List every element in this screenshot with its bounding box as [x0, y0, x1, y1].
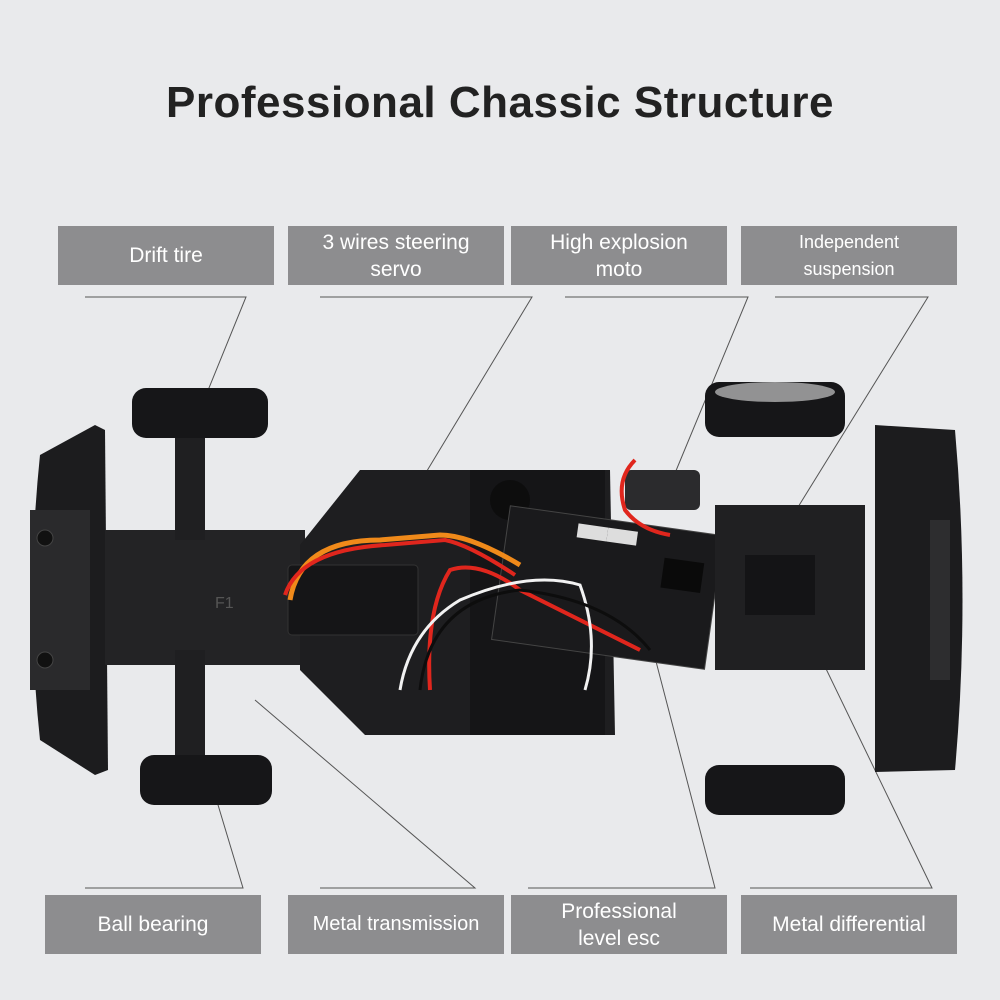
page-title: Professional Chassic Structure [166, 78, 834, 127]
wire-motor-red [619, 458, 671, 537]
label-professional-esc: Professional level esc [511, 895, 727, 954]
motor [625, 470, 700, 510]
label-steering-servo: 3 wires steering servo [288, 226, 504, 285]
esc-connector-2 [606, 527, 638, 546]
wire-black [418, 588, 652, 691]
front-right-wheel [140, 755, 272, 805]
steering-servo [287, 564, 419, 636]
label-professional-esc-text: Professional level esc [561, 899, 677, 950]
label-ball-bearing: Ball bearing [45, 895, 261, 954]
label-ball-bearing-text: Ball bearing [97, 913, 209, 936]
leader-esc [528, 599, 716, 889]
label-metal-differential-text: Metal differential [772, 913, 926, 936]
rear-differential [745, 555, 815, 615]
front-bumper-screw-bottom [36, 651, 54, 669]
leader-differential [750, 614, 933, 889]
label-motor: High explosion moto [511, 226, 727, 285]
label-independent-suspension-text: Independent suspension [798, 231, 900, 279]
label-drift-tire-text: Drift tire [129, 244, 203, 267]
front-hub-bottom [175, 650, 205, 760]
label-independent-suspension: Independent suspension [741, 226, 957, 285]
wire-red-esc [427, 565, 641, 691]
rear-bumper [875, 425, 963, 772]
label-steering-servo-text: 3 wires steering servo [322, 230, 470, 281]
front-hub-top [175, 430, 205, 540]
esc-chip [660, 557, 705, 594]
front-f1-mark: F1 [215, 595, 234, 612]
label-metal-transmission-text: Metal transmission [312, 913, 480, 935]
leader-motor [565, 296, 749, 491]
esc-board [491, 505, 724, 670]
label-drift-tire: Drift tire [58, 226, 274, 285]
leader-drift-tire [85, 296, 247, 411]
wire-red-servo [283, 537, 517, 596]
leader-transmission [254, 699, 477, 889]
rear-right-wheel [705, 765, 845, 815]
wire-white [398, 578, 593, 691]
rear-left-rim [715, 382, 835, 402]
front-left-wheel [132, 388, 268, 438]
label-motor-text: High explosion moto [550, 230, 688, 281]
esc-connector-1 [576, 523, 609, 542]
rear-bumper-strip [930, 520, 950, 680]
front-axle-block [105, 530, 305, 665]
label-metal-transmission: Metal transmission [288, 895, 504, 954]
front-bumper-screw-top [36, 529, 54, 547]
leader-suspension [775, 296, 929, 521]
leader-lines [85, 296, 933, 889]
label-metal-differential: Metal differential [741, 895, 957, 954]
